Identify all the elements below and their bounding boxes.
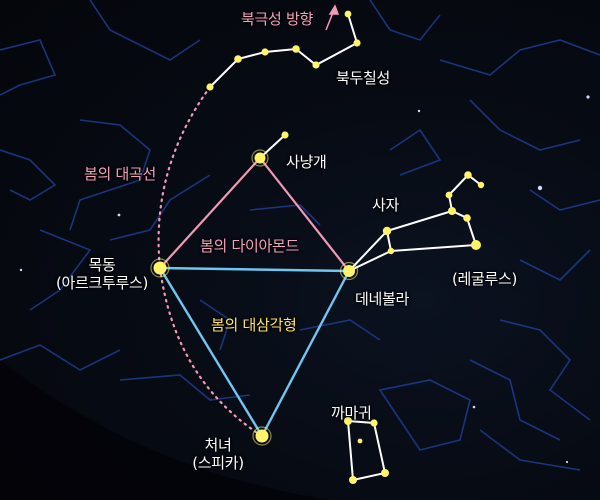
star-glow [150, 149, 359, 446]
star-big-dipper [234, 55, 242, 63]
cor-caroli-line [259, 134, 286, 159]
bg-line-13 [529, 189, 600, 211]
bg-line-1 [0, 39, 57, 96]
bg-line-14 [519, 249, 591, 281]
label-regulus: (레굴루스) [452, 270, 518, 288]
curve-arcturus-to-spica [158, 266, 264, 438]
north-star-arrow [325, 4, 340, 31]
star-corvus [370, 419, 378, 427]
star-spica [255, 429, 269, 443]
arrow-head [328, 4, 340, 15]
bg-star [117, 213, 121, 217]
label-spica: 처녀 (스피카) [183, 436, 253, 472]
star-big-dipper [312, 61, 320, 69]
star-corvus [344, 417, 352, 425]
bg-line-11 [469, 99, 581, 151]
leo-lines [348, 209, 478, 272]
bg-line-18 [249, 204, 321, 226]
background-stars [19, 95, 590, 464]
label-spica-star: (스피카) [192, 454, 244, 472]
diamond-arcturus-cor-caroli [159, 157, 261, 269]
star-regulus [471, 240, 481, 250]
spring-diamond-lines [159, 157, 350, 272]
bg-star [565, 460, 569, 464]
bg-line-9 [369, 0, 441, 41]
star-big-dipper [353, 39, 361, 47]
glow-arcturus [150, 258, 170, 278]
star-arcturus [153, 261, 167, 275]
star-leo [464, 171, 472, 179]
star-corvus [381, 469, 389, 477]
glow-denebola [339, 261, 359, 281]
bg-line-2 [89, 0, 201, 61]
leo-sickle [447, 173, 482, 212]
star-leo [387, 247, 395, 255]
background-constellations [0, 0, 600, 471]
star-leo [463, 214, 471, 222]
diamond-cor-caroli-denebola [259, 157, 350, 272]
bg-star [586, 95, 590, 99]
label-spring-triangle: 봄의 대삼각형 [211, 316, 297, 334]
bg-line-17 [469, 359, 561, 441]
bg-line-3 [0, 149, 57, 201]
star-big-dipper [261, 48, 269, 56]
horizon-shadow [0, 360, 330, 500]
label-spring-great-curve: 봄의 대곡선 [84, 165, 156, 183]
star-leo [448, 207, 456, 215]
spring-triangle-lines [158, 266, 351, 437]
label-arcturus: 목동 (아르크투루스) [46, 256, 158, 292]
star-leo [477, 181, 485, 189]
bg-star [19, 268, 23, 272]
label-arcturus-star: (아르크투루스) [55, 274, 149, 292]
star-big-dipper [206, 83, 214, 91]
curve-handle-to-arcturus [157, 85, 212, 270]
bg-line-8 [119, 374, 251, 401]
label-hunting-dogs: 사냥개 [286, 153, 327, 171]
label-big-dipper: 북두칠성 [336, 69, 391, 87]
star-hunting-dogs [281, 131, 289, 139]
label-north-star-direction: 북극성 방향 [241, 10, 313, 28]
bg-star [417, 109, 421, 113]
glow-spica [252, 426, 272, 446]
star-leo [445, 191, 453, 199]
spring-great-curve [157, 85, 264, 438]
label-spring-diamond: 봄의 다이아몬드 [200, 237, 299, 255]
label-corvus: 까마귀 [331, 404, 372, 422]
bg-line-5 [29, 229, 92, 311]
bg-line-15 [499, 319, 591, 421]
bg-line-10 [439, 39, 600, 76]
triangle-denebola-spica [260, 270, 351, 437]
star-big-dipper [292, 45, 300, 53]
bg-line-12 [389, 128, 442, 176]
bg-line-20 [199, 299, 231, 351]
bg-line-6 [0, 344, 121, 371]
triangle-arcturus-denebola [159, 266, 350, 273]
bg-line-19 [299, 319, 381, 341]
label-denebola: 데네볼라 [355, 290, 410, 308]
triangle-arcturus-spica [158, 267, 264, 437]
star-leo [382, 226, 392, 236]
bg-line-16 [378, 379, 471, 451]
label-arcturus-name: 목동 [88, 256, 116, 274]
bg-line-4 [69, 119, 151, 231]
star-big-dipper [344, 10, 352, 18]
glow-cor-caroli [251, 149, 269, 167]
corvus-lines [346, 419, 387, 482]
label-leo: 사자 [372, 196, 400, 214]
star-denebola [343, 265, 355, 277]
stars [153, 10, 485, 484]
label-spica-name: 처녀 [204, 436, 232, 454]
bg-star [472, 405, 476, 409]
bg-star [537, 185, 543, 191]
star-corvus [357, 438, 363, 444]
star-corvus [349, 476, 357, 484]
star-cor-caroli [254, 152, 266, 164]
bg-line-21 [479, 429, 581, 471]
